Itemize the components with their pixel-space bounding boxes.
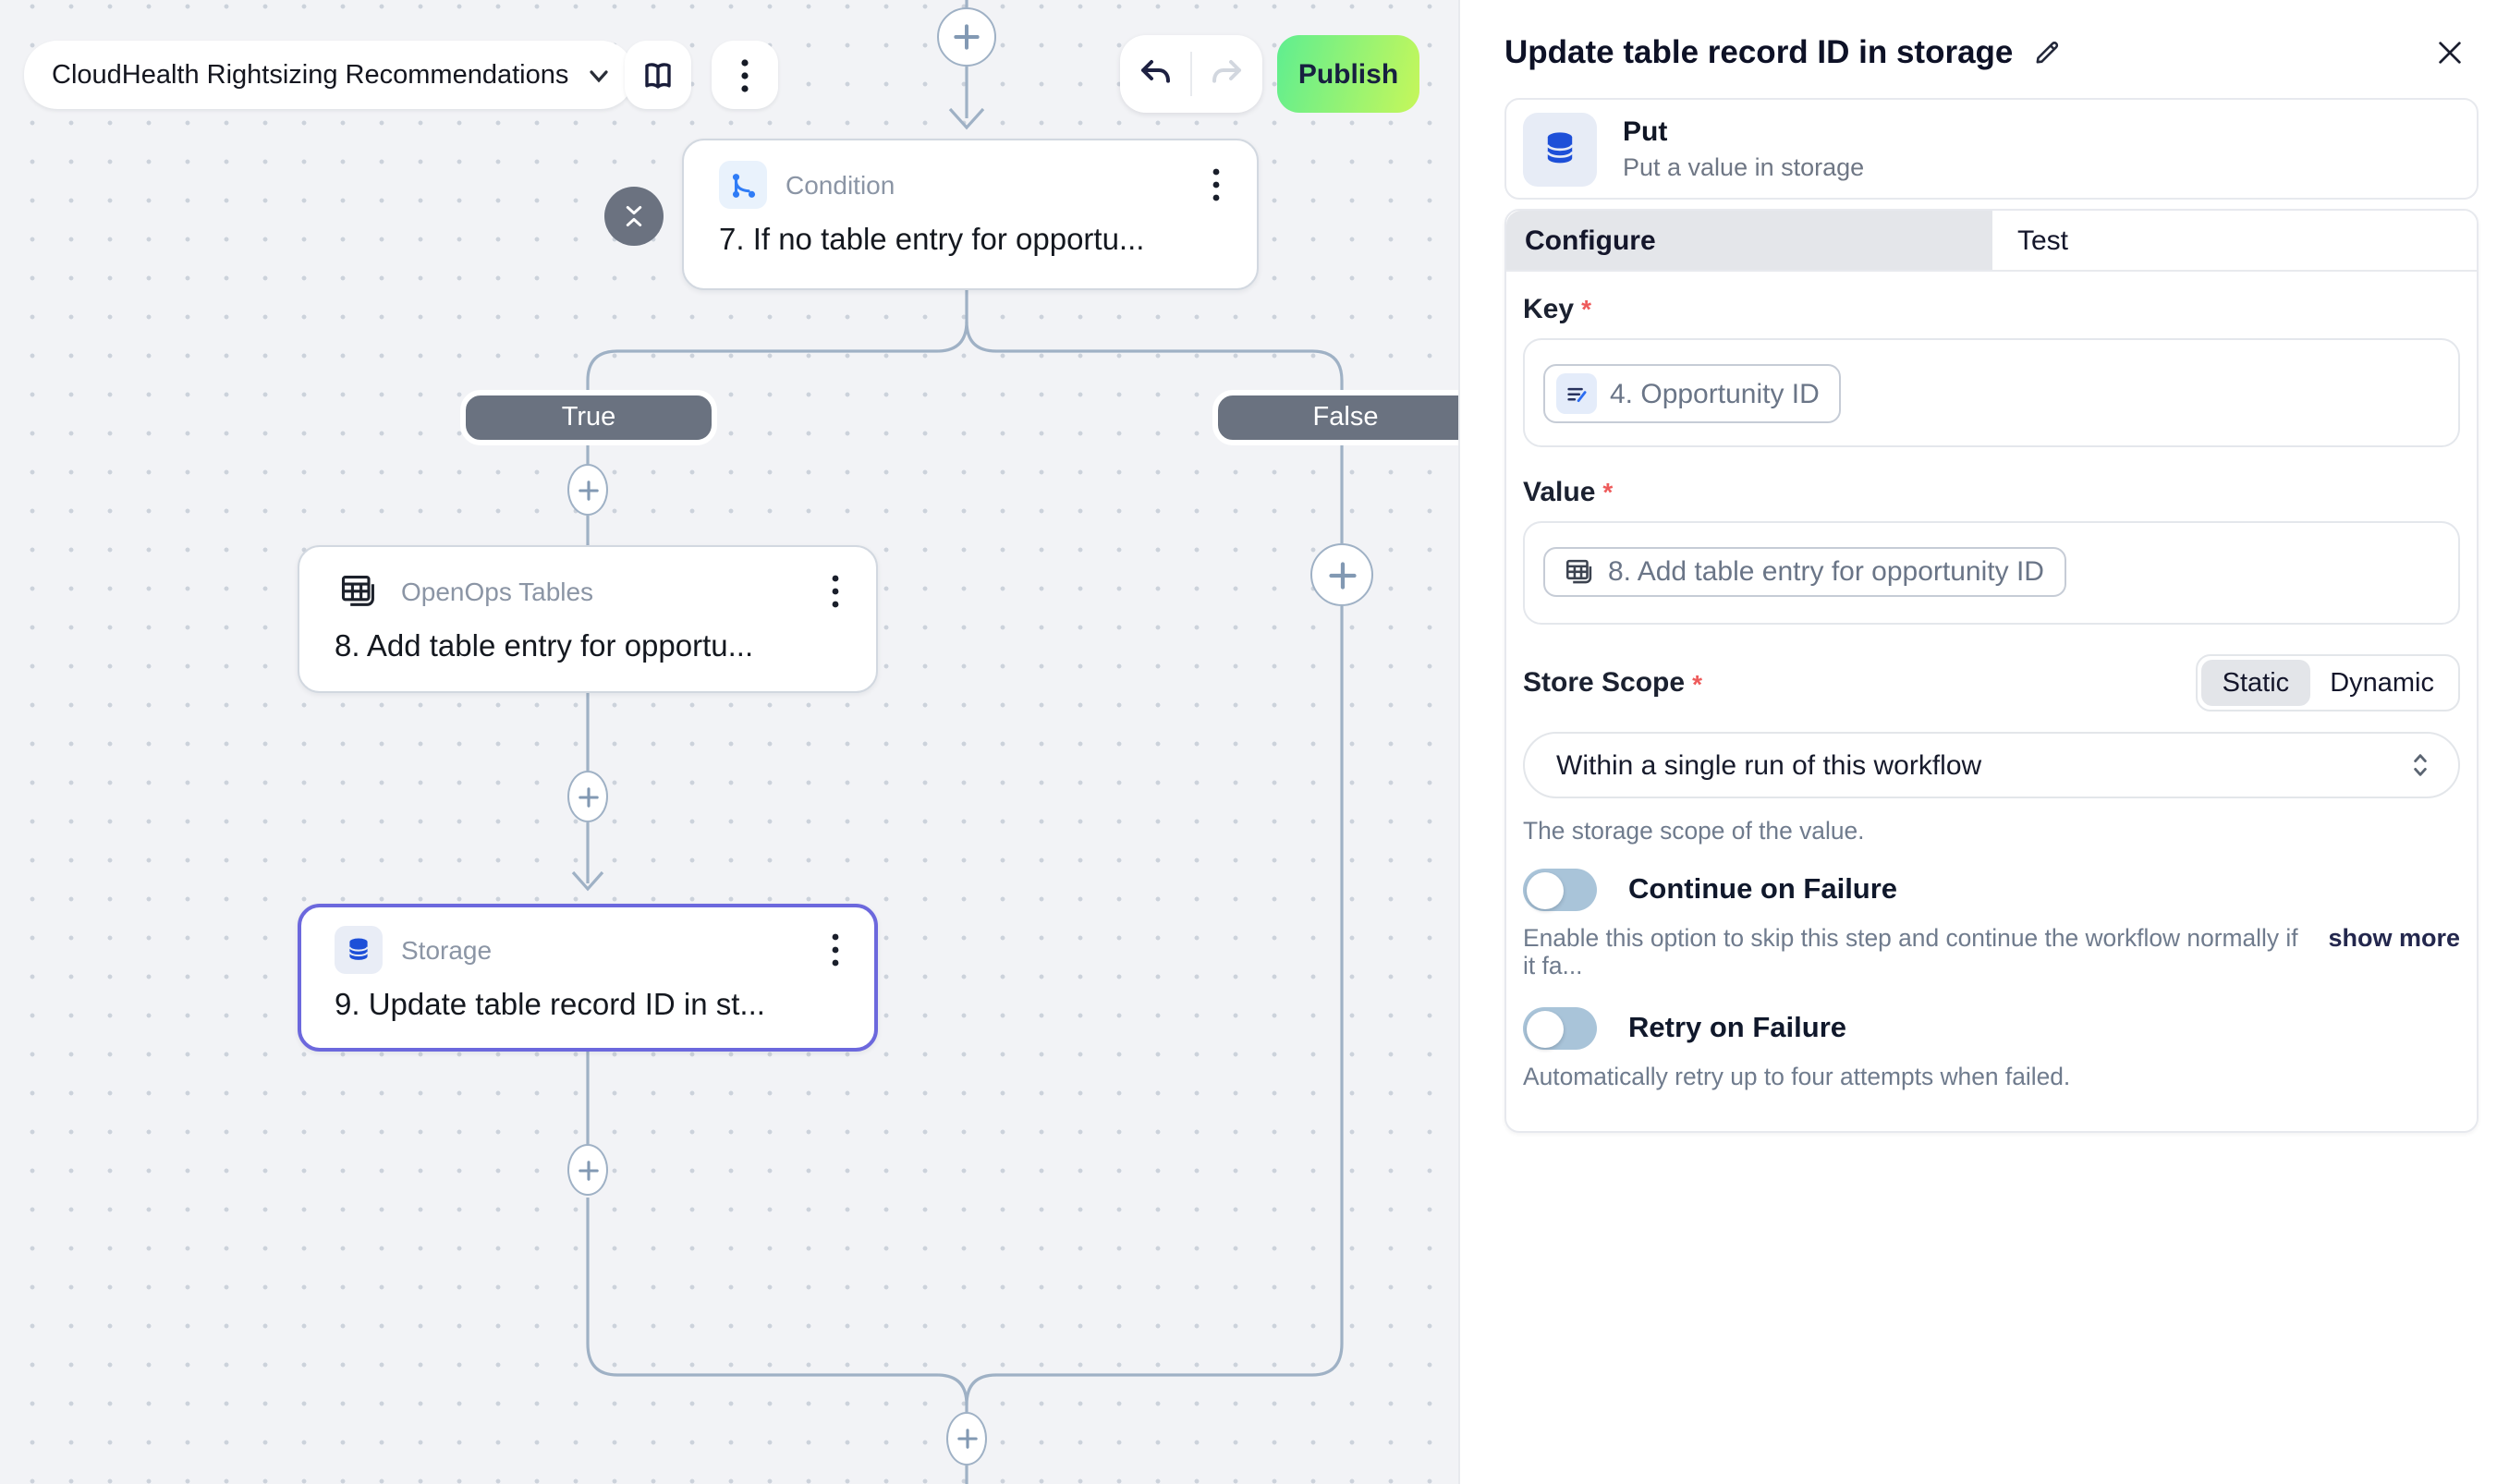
retry-on-failure-helper: Automatically retry up to four attempts … [1523, 1063, 2071, 1090]
workflow-name: CloudHealth Rightsizing Recommendations [52, 60, 569, 90]
node-type-label: Condition [786, 170, 895, 200]
close-icon [2439, 42, 2461, 64]
branch-label-true: True [460, 390, 717, 445]
put-database-icon [1523, 112, 1597, 186]
node-title: 9. Update table record ID in st... [335, 989, 765, 1022]
store-scope-helper: The storage scope of the value. [1523, 817, 1865, 845]
workflow-canvas[interactable]: CloudHealth Rightsizing Recommendations [0, 0, 1458, 1484]
required-asterisk: * [1692, 668, 1702, 698]
workflow-name-select[interactable]: CloudHealth Rightsizing Recommendations [24, 41, 634, 109]
tab-configure[interactable]: Configure [1506, 211, 1992, 270]
key-chip-label: 4. Opportunity ID [1610, 378, 1820, 409]
continue-on-failure-toggle[interactable] [1523, 869, 1597, 911]
select-chevrons-icon [2408, 750, 2432, 780]
condition-branch-icon [719, 161, 767, 209]
table-step-icon [1564, 556, 1595, 588]
retry-on-failure-toggle[interactable] [1523, 1007, 1597, 1050]
documentation-button[interactable] [625, 41, 691, 109]
chevron-down-icon [587, 64, 609, 86]
vertical-dots-icon [739, 56, 750, 93]
publish-button[interactable]: Publish [1277, 35, 1419, 113]
value-label: Value [1523, 477, 1596, 508]
undo-redo-group [1120, 35, 1262, 113]
book-icon [639, 56, 676, 93]
text-variable-icon [1556, 373, 1597, 414]
node-type-label: OpenOps Tables [401, 577, 594, 606]
node-menu-button[interactable] [821, 930, 850, 970]
tab-test[interactable]: Test [1992, 211, 2477, 270]
node-tables[interactable]: OpenOps Tables 8. Add table entry for op… [298, 545, 878, 693]
node-storage[interactable]: Storage 9. Update table record ID in st.… [298, 904, 878, 1052]
store-scope-select[interactable]: Within a single run of this workflow [1523, 732, 2460, 798]
add-step-button-merge[interactable] [946, 1412, 987, 1466]
show-more-link[interactable]: show more [2328, 924, 2460, 952]
scope-mode-dynamic[interactable]: Dynamic [2330, 668, 2434, 698]
add-step-button-true-2[interactable] [567, 771, 608, 822]
node-menu-button[interactable] [1201, 164, 1231, 205]
key-label: Key [1523, 294, 1575, 325]
configure-card: Configure Test Key* 4. Opportunity ID [1504, 209, 2479, 1133]
scope-mode-segmented: Static Dynamic [2196, 654, 2460, 712]
undo-button[interactable] [1120, 35, 1190, 113]
required-asterisk: * [1602, 477, 1614, 506]
rename-step-button[interactable] [2031, 37, 2063, 68]
node-type-label: Storage [401, 935, 493, 965]
store-scope-label: Store Scope [1523, 667, 1686, 699]
value-token-chip[interactable]: 8. Add table entry for opportunity ID [1543, 547, 2066, 597]
redo-icon [1212, 60, 1241, 83]
value-input[interactable]: 8. Add table entry for opportunity ID [1523, 521, 2460, 625]
continue-on-failure-helper: Enable this option to skip this step and… [1523, 924, 2298, 979]
panel-title: Update table record ID in storage [1504, 33, 2014, 70]
action-summary-card[interactable]: Put Put a value in storage [1504, 98, 2479, 200]
add-step-button-true-3[interactable] [567, 1144, 608, 1196]
scope-mode-static[interactable]: Static [2201, 660, 2310, 706]
value-chip-label: 8. Add table entry for opportunity ID [1608, 556, 2044, 588]
branch-label-false: False [1212, 390, 1458, 445]
key-input[interactable]: 4. Opportunity ID [1523, 338, 2460, 447]
collapse-icon [626, 205, 642, 227]
store-scope-value: Within a single run of this workflow [1556, 749, 1982, 781]
close-panel-button[interactable] [2436, 39, 2464, 67]
step-settings-panel: Update table record ID in storage Put Pu… [1458, 0, 2497, 1484]
action-name: Put [1623, 116, 1668, 148]
action-description: Put a value in storage [1623, 153, 1865, 181]
node-title: 8. Add table entry for opportu... [335, 630, 754, 663]
collapse-branch-button[interactable] [604, 187, 664, 246]
node-title: 7. If no table entry for opportu... [719, 224, 1145, 257]
panel-tabs: Configure Test [1506, 211, 2477, 272]
key-token-chip[interactable]: 4. Opportunity ID [1543, 364, 1842, 423]
redo-button[interactable] [1192, 35, 1262, 113]
divider [1190, 52, 1192, 96]
add-step-button-false[interactable] [1310, 543, 1373, 606]
required-asterisk: * [1581, 294, 1591, 323]
pencil-icon [2036, 42, 2059, 64]
tables-icon [335, 567, 383, 615]
more-options-button[interactable] [712, 41, 778, 109]
node-menu-button[interactable] [821, 571, 850, 612]
retry-on-failure-label: Retry on Failure [1628, 1012, 1846, 1043]
add-step-button-true-1[interactable] [567, 464, 608, 516]
storage-database-icon [335, 926, 383, 974]
continue-on-failure-label: Continue on Failure [1628, 873, 1898, 905]
node-condition[interactable]: Condition 7. If no table entry for oppor… [682, 139, 1259, 290]
undo-icon [1141, 60, 1170, 83]
add-step-button-top[interactable] [937, 7, 996, 67]
